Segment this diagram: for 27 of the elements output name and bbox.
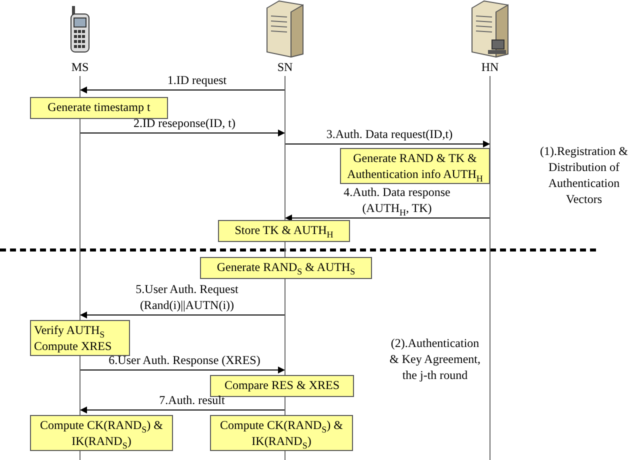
action-box: Store TK & AUTH$_{H}$ xyxy=(218,220,350,242)
message-arrow xyxy=(80,366,286,374)
participant-label: HN xyxy=(480,60,500,75)
edge-label: 3.Auth. Data request(ID,t) xyxy=(325,126,454,142)
edge-label: 1.ID request xyxy=(166,72,228,88)
phase-note: (1).Registration & Distribution of Authentication Vectors xyxy=(539,143,629,207)
action-text: Verify AUTH$_{S}$ xyxy=(34,322,106,338)
edge-label: 4.Auth. Data response (AUTH$_{H}$, TK) xyxy=(342,184,452,216)
message-arrow xyxy=(80,312,286,318)
action-box: Compute CK(RAND$_{S}$) & IK(RAND$_{S}$) xyxy=(210,415,353,451)
participant-label: MS xyxy=(70,60,90,75)
action-box: Generate timestamp t xyxy=(30,97,168,119)
message-arrow xyxy=(80,130,286,136)
participant-label: SN xyxy=(276,60,294,75)
edge-label: 5.User Auth. Request (Rand(i)||AUTN(i)) xyxy=(134,281,240,313)
action-box: Compare RES & XRES xyxy=(210,375,354,397)
action-box: Generate RAND & TK & Authentication info AUTH$_{H}$ xyxy=(340,148,490,184)
action-box: Compute CK(RAND$_{S}$) & IK(RAND$_{S}$) xyxy=(30,415,173,451)
edge-label: 6.User Auth. Response (XRES) xyxy=(108,352,262,368)
action-box xyxy=(30,320,130,356)
message-arrow xyxy=(284,214,490,222)
action-box: Generate RAND$_{S}$ & AUTH$_{S}$ xyxy=(200,257,372,279)
action-text: Compute XRES xyxy=(34,338,113,354)
message-arrow xyxy=(80,86,286,94)
message-arrow xyxy=(284,140,490,148)
message-arrow xyxy=(80,406,286,414)
phase-note: (2).Authentication & Key Agreement, the j-th round xyxy=(388,335,482,383)
